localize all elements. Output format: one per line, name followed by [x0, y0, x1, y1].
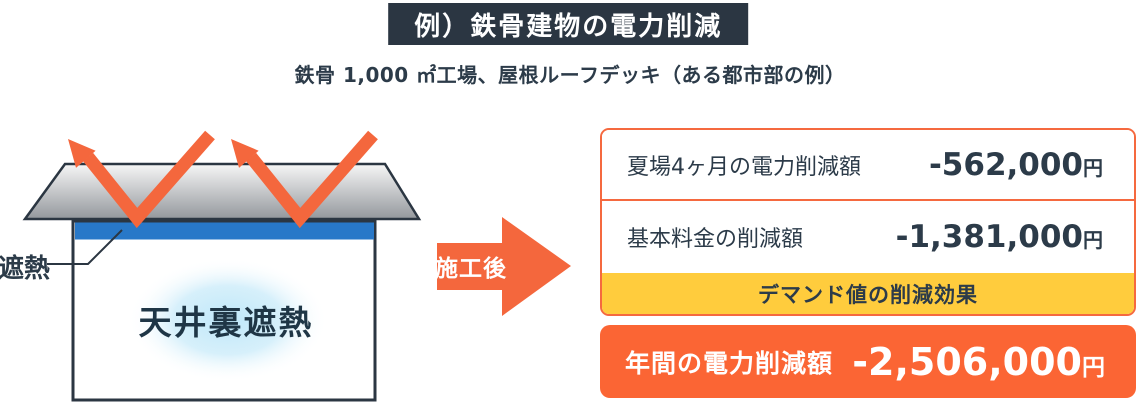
total-value: -2,506,000円 — [852, 340, 1105, 384]
page-subtitle: 鉄骨 1,000 ㎡工場、屋根ルーフデッキ（ある都市部の例） — [294, 63, 846, 87]
table-row-base-fee-savings: 基本料金の削減額 -1,381,000円 — [602, 201, 1134, 273]
results-table: 夏場4ヶ月の電力削減額 -562,000円 基本料金の削減額 -1,381,00… — [600, 128, 1136, 316]
total-label: 年間の電力削減額 — [625, 348, 834, 378]
row-label: 基本料金の削減額 — [627, 227, 804, 252]
building-diagram: 遮熱 天井裏遮熱 施工後 — [0, 130, 571, 402]
row-label: 夏場4ヶ月の電力削減額 — [627, 154, 861, 180]
row-value: -1,381,000円 — [896, 219, 1103, 255]
after-construction-label: 施工後 — [435, 255, 507, 282]
interior-glow — [128, 258, 328, 382]
demand-reduction-banner: デマンド値の削減効果 — [602, 273, 1134, 314]
right-arrow-shape — [437, 217, 571, 316]
total-amount: -2,506,000 — [852, 339, 1082, 384]
roof — [22, 162, 422, 221]
row-amount: -1,381,000 — [895, 219, 1083, 255]
annual-total-bar: 年間の電力削減額 -2,506,000円 — [600, 325, 1136, 398]
page-title: 例）鉄骨建物の電力削減 — [388, 3, 749, 45]
total-unit: 円 — [1082, 354, 1105, 381]
row-amount: -562,000 — [928, 146, 1083, 183]
table-row-summer-savings: 夏場4ヶ月の電力削減額 -562,000円 — [602, 130, 1134, 201]
heat-reflection-arrow-2 — [231, 130, 378, 229]
row-unit: 円 — [1083, 155, 1103, 180]
after-construction-arrow: 施工後 — [435, 217, 571, 316]
row-value: -562,000円 — [929, 147, 1103, 183]
shield-label: 遮熱 — [0, 253, 50, 284]
heat-reflection-arrow-1 — [68, 130, 215, 229]
shield-leader-line — [47, 229, 123, 265]
interior-label: 天井裏遮熱 — [139, 303, 314, 342]
row-unit: 円 — [1083, 228, 1103, 252]
